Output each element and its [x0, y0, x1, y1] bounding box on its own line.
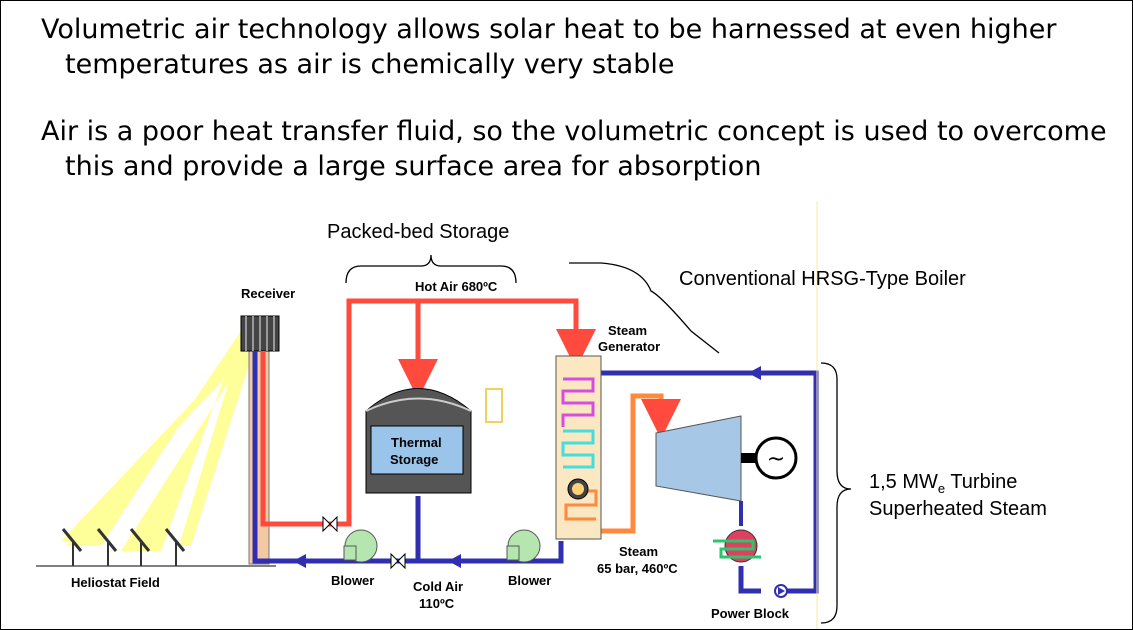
valve-cold — [390, 552, 406, 570]
steam-generator — [555, 355, 602, 540]
arrow-cold-mid — [448, 554, 461, 568]
label-heliostat-field: Heliostat Field — [71, 575, 160, 590]
label-packed-bed-storage: Packed-bed Storage — [327, 221, 509, 243]
label-cold-air-2: 110ºC — [419, 596, 455, 611]
heliostat-field — [36, 528, 276, 567]
label-power-block: Power Block — [711, 606, 790, 621]
label-steam-2: 65 bar, 460ºC — [597, 561, 678, 576]
label-receiver: Receiver — [241, 286, 295, 301]
arrow-cold-left — [293, 554, 306, 568]
label-steam-1: Steam — [619, 544, 658, 559]
label-blower-left: Blower — [331, 573, 374, 588]
label-turbine-capacity: 1,5 MWe Turbine — [869, 471, 1017, 496]
label-conventional-boiler: Conventional HRSG-Type Boiler — [679, 268, 966, 290]
generator-symbol: ~ — [767, 447, 785, 472]
label-hot-air: Hot Air 680ºC — [415, 279, 498, 294]
valve-hot — [322, 515, 338, 533]
label-superheated-steam: Superheated Steam — [869, 498, 1047, 520]
label-steam-generator-1: Steam — [608, 323, 647, 338]
hot-air-pipes — [260, 298, 681, 534]
label-thermal-storage-1: Thermal — [391, 435, 442, 450]
label-thermal-storage-2: Storage — [390, 452, 438, 467]
arrow-return — [748, 366, 761, 380]
heliostat-3 — [129, 528, 151, 566]
cold-pipes — [252, 351, 819, 594]
thermal-storage-tank — [365, 388, 472, 494]
condenser — [713, 501, 788, 598]
bullet-paragraph-1: Volumetric air technology allows solar h… — [41, 14, 1057, 80]
brace-packed-bed — [345, 254, 517, 284]
label-cold-air-1: Cold Air — [413, 579, 463, 594]
blower-right — [506, 529, 541, 563]
small-indicator — [485, 388, 503, 423]
turbine — [655, 415, 798, 502]
label-steam-generator-2: Generator — [598, 339, 660, 354]
heliostat-4 — [164, 528, 186, 566]
blower-left — [343, 529, 378, 563]
brace-turbine — [820, 362, 852, 624]
sunlight-beams — [61, 331, 255, 551]
heliostat-2 — [96, 528, 118, 566]
label-blower-right: Blower — [508, 573, 551, 588]
bullet-paragraph-2: Air is a poor heat transfer fluid, so th… — [41, 116, 1107, 182]
brace-boiler — [569, 262, 720, 354]
heliostat-1 — [61, 528, 83, 566]
